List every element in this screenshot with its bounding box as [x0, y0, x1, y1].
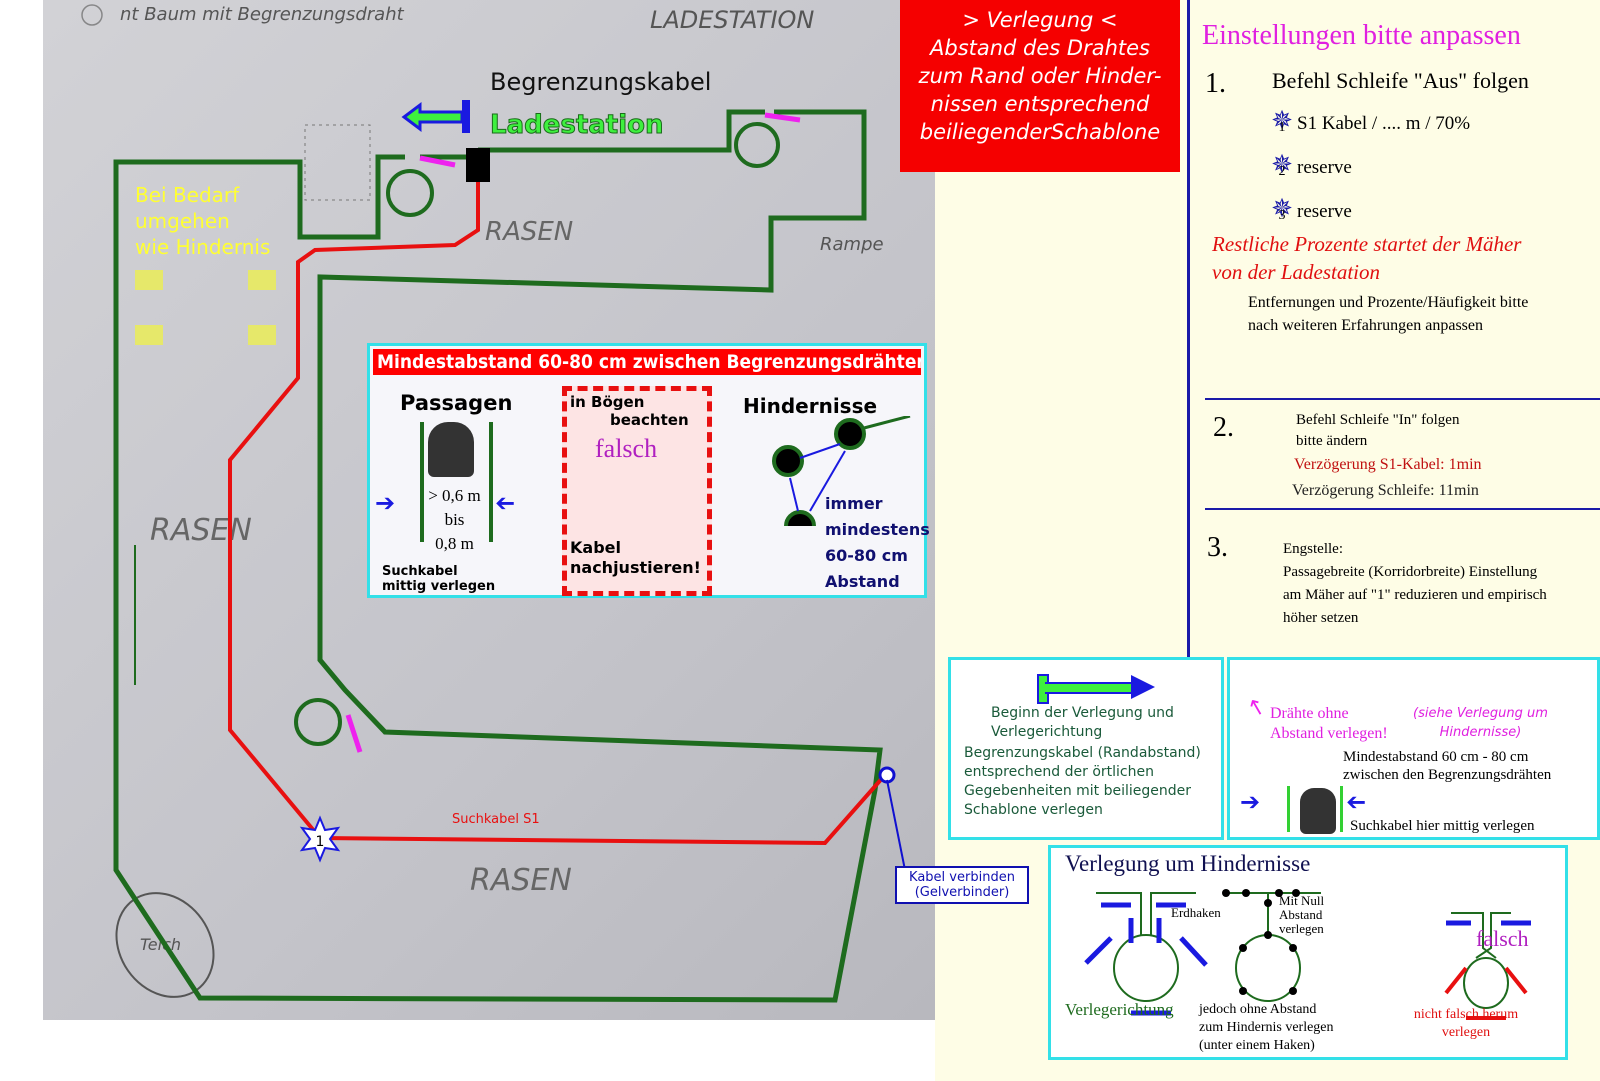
label-ladestation: Ladestation	[490, 110, 665, 141]
label-suchkabel: Suchkabel S1	[452, 812, 540, 827]
handwriting-rasen: RASEN	[470, 863, 572, 898]
section-number: 1.	[1205, 68, 1226, 99]
mower-icon	[428, 422, 474, 477]
handwriting: nt Baum mit Begrenzungsdraht	[120, 4, 405, 25]
arrow-right-icon: ➔	[375, 489, 396, 517]
search-cable-s1	[228, 182, 887, 846]
star-3-icon: ✵3	[1271, 194, 1293, 223]
handwriting-rampe: Rampe	[820, 234, 884, 255]
s2-delay: Verzögerung Schleife: 11min	[1292, 482, 1479, 499]
hand-circle-icon	[81, 4, 103, 26]
arrow-left-icon: ➔	[1346, 788, 1367, 816]
inset-falsch: falsch	[595, 434, 658, 463]
curves-box	[562, 386, 712, 596]
label-kabel-verbinden: Kabel verbinden(Gelverbinder)	[895, 866, 1029, 904]
margin	[0, 1020, 935, 1081]
charging-station-icon	[466, 148, 490, 182]
inset-title: Mindestabstand 60-80 cm zwischen Begrenz…	[373, 349, 921, 375]
obstacles-diagram	[772, 416, 911, 526]
star-label: 1	[316, 834, 325, 850]
handwriting-rasen: RASEN	[150, 513, 252, 548]
divider	[1205, 508, 1600, 510]
label-erdhaken: Erdhaken	[1171, 905, 1221, 920]
label-begrenzungskabel: Begrenzungskabel	[490, 68, 712, 96]
section-number: 3.	[1207, 532, 1228, 563]
obstacles-wiring-diagram	[1084, 889, 1531, 1020]
star-1-icon	[299, 815, 341, 863]
s3-text: Engstelle:Passagebreite (Korridorbreite)…	[1283, 541, 1547, 626]
passage-diagram	[420, 422, 493, 542]
s2-red: Verzögerung S1-Kabel: 1min	[1294, 456, 1482, 473]
arrow-right-icon: ➔	[1240, 788, 1261, 816]
divider	[1187, 0, 1190, 660]
spacing-inset: Mindestabstand 60-80 cm zwischen Begrenz…	[367, 343, 930, 598]
garden-plan: nt Baum mit Begrenzungsdraht LADESTATION…	[81, 4, 906, 1003]
handwriting-ladestation: LADESTATION	[650, 6, 814, 34]
s1-note: Entfernungen und Prozente/Häufigkeit bit…	[1248, 294, 1529, 334]
yellow-posts	[135, 270, 276, 345]
divider	[1205, 398, 1600, 400]
label-verlegerichtung: Verlegerichtung	[1065, 1000, 1174, 1019]
connector-icon	[878, 766, 896, 784]
magenta-arrow-icon: ↑	[1242, 693, 1272, 724]
margin	[0, 0, 43, 1081]
settings-title: Einstellungen bitte anpassen	[1202, 20, 1521, 51]
hatched-area	[304, 124, 371, 201]
mower-icon	[1300, 788, 1336, 834]
inset-hindernisse: Hindernisse	[743, 394, 878, 418]
legend-such: Suchkabel hier mittig verlegen	[1350, 818, 1535, 834]
section-number: 2.	[1213, 412, 1234, 443]
star-2-icon: ✵2	[1271, 150, 1293, 179]
inset-passagen: Passagen	[400, 391, 513, 415]
section-1-title: Befehl Schleife "Aus" folgen	[1272, 68, 1529, 93]
legend-start-body: Begrenzungskabel (Randabstand)entspreche…	[964, 745, 1201, 818]
handwriting-rasen: RASEN	[485, 217, 573, 247]
arrow-left-icon: ➔	[495, 489, 516, 517]
magenta-arrow-icons	[345, 112, 801, 753]
start-arrow-icon	[401, 100, 470, 133]
label-falsch: falsch	[1476, 926, 1529, 951]
legend-obstacles: Verlegung um Hindernisse Erdhaken Mit Nu…	[1048, 845, 1568, 1060]
legend-obstacles-title: Verlegung um Hindernisse	[1065, 851, 1311, 876]
star-1-icon: ✵1	[1271, 106, 1293, 135]
